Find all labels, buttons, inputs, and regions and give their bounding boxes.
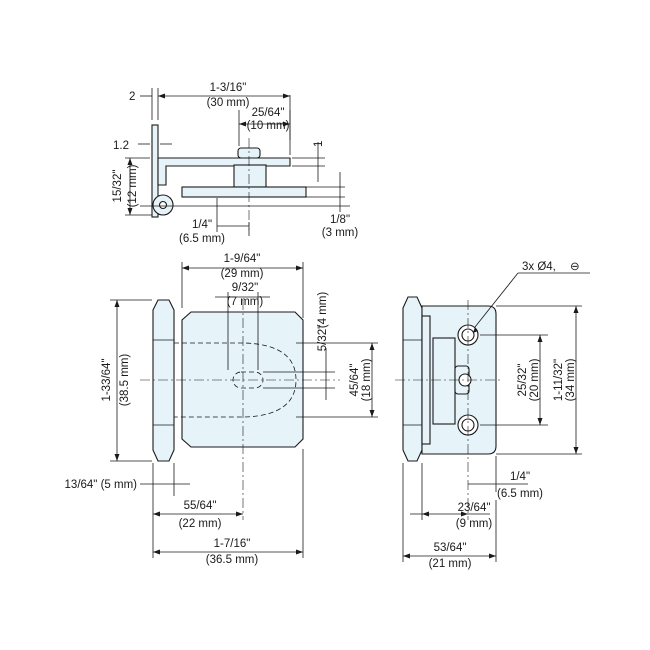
top-dim-height-mm: (12 mm) [127, 164, 139, 207]
top-dim-plate: 1/8" [330, 214, 350, 226]
top-dim-offset: 1/4" [192, 219, 212, 231]
top-view-stem [233, 164, 267, 188]
side-holes-note: 3x Ø4, [522, 261, 556, 273]
top-dim-leaf: 1.2 [113, 140, 129, 152]
side-dim-hole-pitch: 25/32" [517, 364, 529, 397]
top-view-pin [158, 200, 168, 210]
side-dim-height: 1-11/32" [553, 359, 565, 401]
dimension-arrowheads [114, 93, 579, 559]
front-dim-width-mm: (29 mm) [221, 268, 264, 280]
front-dim-plate-h-mm: (18 mm) [361, 358, 373, 401]
top-dim-offset-mm: (6.5 mm) [179, 233, 225, 245]
front-dim-height-mm: (38.5 mm) [119, 354, 131, 407]
top-dim-plate-mm: (3 mm) [322, 227, 359, 239]
front-dim-knuckle: 13/64" (5 mm) [65, 479, 138, 491]
side-view-bracket [432, 337, 456, 425]
top-dim-hole-mm: (10 mm) [247, 120, 290, 132]
top-view-base-plate [181, 186, 307, 198]
top-dim-overall-mm: (30 mm) [207, 97, 250, 109]
side-dim-depth: 53/64" [434, 542, 467, 554]
side-dim-hole-pos-mm: (9 mm) [456, 518, 493, 530]
front-dim-total-mm: (36.5 mm) [206, 554, 259, 566]
side-dim-depth-mm: (21 mm) [429, 558, 472, 570]
front-view-knuckle [152, 299, 175, 462]
side-dim-inset-mm: (6.5 mm) [497, 488, 543, 500]
front-dim-slot-mm: (7 mm) [227, 296, 264, 308]
front-dim-total: 1-7/16" [214, 538, 251, 550]
front-view-plate [181, 311, 304, 448]
top-dim-hole: 25/64" [252, 107, 285, 119]
top-view-arm [157, 157, 291, 186]
side-dim-inset: 1/4" [510, 471, 530, 483]
top-dim-overall: 1-3/16" [210, 82, 247, 94]
top-dim-edge: 2 [129, 91, 135, 103]
front-dim-slot-h-mm: (4 mm) [317, 292, 329, 329]
front-dim-plate-h: 45/64" [349, 364, 361, 397]
front-dim-height: 1-33/64" [101, 358, 113, 401]
front-dim-center: 55/64" [184, 500, 217, 512]
front-view-hidden-arm [174, 342, 297, 418]
side-view-knuckle [402, 296, 423, 462]
front-dim-slot: 9/32" [232, 282, 258, 294]
side-cs-symbol: ⊖ [570, 261, 580, 273]
side-view: 3x Ø4, ⊖ 25/32" (20 mm) 1-11/32" (34 mm)… [395, 261, 590, 570]
top-view: 1-3/16" (30 mm) 2 25/64" (10 mm) 1.2 1 1… [112, 82, 358, 245]
side-dim-hole-pitch-mm: (20 mm) [529, 358, 541, 401]
top-dim-height: 15/32" [112, 170, 124, 203]
front-dim-width: 1-9/64" [224, 253, 261, 265]
front-dim-center-mm: (22 mm) [179, 518, 222, 530]
front-view: 1-9/64" (29 mm) 9/32" (7 mm) 5/32" (4 mm… [65, 253, 378, 566]
top-dim-step: 1 [313, 141, 325, 147]
side-dim-hole-pos: 23/64" [458, 502, 491, 514]
side-dim-height-mm: (34 mm) [565, 358, 577, 401]
front-dim-slot-h: 5/32" [317, 325, 329, 351]
